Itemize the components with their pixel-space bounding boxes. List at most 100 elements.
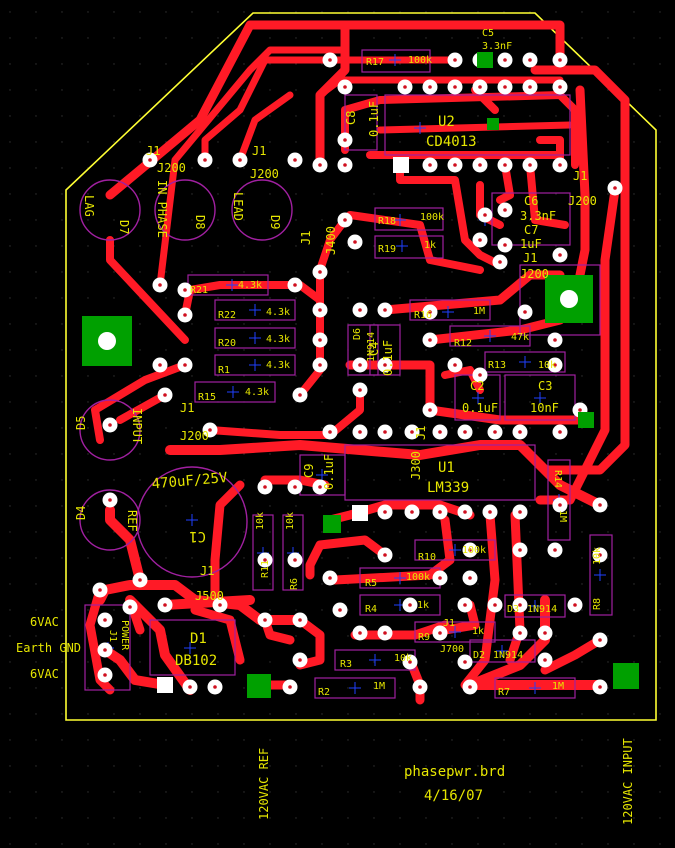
u1-ref: U1 xyxy=(438,460,455,476)
j1-j200-a-ref: J1 xyxy=(146,144,160,158)
resistor-ref-r5: R5 xyxy=(365,578,377,589)
resistor-ref-d6: D6 xyxy=(352,328,363,340)
resistor-value-d2: 1N914 xyxy=(493,650,523,661)
j1-j700-ref: J1 xyxy=(443,618,455,629)
c6-value: 3.3nF xyxy=(520,209,556,223)
d1-value: DB102 xyxy=(175,653,217,669)
resistor-value-r14: 1M xyxy=(557,510,568,522)
resistor-ref-r11: R11 xyxy=(260,560,271,578)
j1-j500-ref: J1 xyxy=(200,564,214,578)
resistor-value-r10: 100k xyxy=(462,545,486,556)
d7-value: LAG xyxy=(82,195,96,217)
resistor-ref-r20: R20 xyxy=(218,338,236,349)
resistor-value-r2: 1M xyxy=(373,681,385,692)
d5-ref: D5 xyxy=(74,416,88,430)
j1-power-value: POWER xyxy=(119,620,130,651)
d9-ref: D9 xyxy=(268,215,282,229)
j1-j200-d-ref: J1 xyxy=(523,251,537,265)
u1-value: LM339 xyxy=(427,480,469,496)
side-label-6vac-top: 6VAC xyxy=(30,615,59,629)
c8-value: 0.1uF xyxy=(367,101,381,137)
resistor-value-r19: 1k xyxy=(424,240,436,251)
resistor-ref-r16: R16 xyxy=(414,310,432,321)
c2-ref: C2 xyxy=(470,379,484,393)
resistor-value-r5: 100k xyxy=(406,572,430,583)
j1-j300-ref: J1 xyxy=(414,426,428,440)
resistor-ref-r10: R10 xyxy=(418,552,436,563)
edge-label-120vac-ref: 120VAC REF xyxy=(257,748,271,820)
resistor-ref-r14: R14 xyxy=(552,470,563,488)
d7-ref: D7 xyxy=(117,220,131,234)
j1-j500-value: J500 xyxy=(195,589,224,603)
c1-ref: C1 xyxy=(189,528,206,544)
j1-j200-b-ref: J1 xyxy=(252,144,266,158)
j1-j200-c-value: J200 xyxy=(568,194,597,208)
d9-value: LEAD xyxy=(231,192,245,221)
j1-j400-ref: J1 xyxy=(299,231,313,245)
resistor-value-r18: 100k xyxy=(420,212,444,223)
resistor-value-r6: 10k xyxy=(285,512,296,530)
resistor-ref-r3: R3 xyxy=(340,659,352,670)
c7-ref: C7 xyxy=(524,223,538,237)
pad-layer xyxy=(92,52,623,695)
component-outline-layer xyxy=(79,49,613,699)
resistor-ref-r8: R8 xyxy=(592,598,603,610)
c5-ref: C5 xyxy=(482,28,494,39)
resistor-value-r15: 4.3k xyxy=(245,387,269,398)
resistor-value-r17: 100k xyxy=(408,55,432,66)
j1-j400-value: J400 xyxy=(324,226,338,255)
c3-ref: C3 xyxy=(538,379,552,393)
c4-value: 0.1uF xyxy=(381,340,395,376)
side-label-earth-gnd: Earth GND xyxy=(16,641,81,655)
resistor-ref-r4: R4 xyxy=(365,604,377,615)
d4-ref: D4 xyxy=(74,506,88,520)
resistor-value-r4: 1k xyxy=(417,600,429,611)
resistor-ref-r22: R22 xyxy=(218,310,236,321)
c8-ref: C8 xyxy=(344,111,358,125)
j1-j300-value: J300 xyxy=(409,451,423,480)
resistor-ref-d3: D3 xyxy=(507,604,519,615)
c9-ref: C9 xyxy=(302,464,316,478)
j1-power-ref: J1 xyxy=(107,630,118,642)
c5-value: 3.3nF xyxy=(482,41,512,52)
resistor-ref-d2: D2 xyxy=(473,650,485,661)
resistor-ref-r12: R12 xyxy=(454,338,472,349)
resistor-value-d3: 1N914 xyxy=(527,604,557,615)
d4-value: REF xyxy=(125,510,139,532)
c4-ref: C4 xyxy=(367,342,381,356)
resistor-ref-r9: R9 xyxy=(418,632,430,643)
d5-value: INPUT xyxy=(130,408,144,444)
c1-value: 470uF/25V xyxy=(151,470,229,493)
resistor-value-r7: 1M xyxy=(552,681,564,692)
resistor-value-r8: 10k xyxy=(592,547,603,565)
resistor-value-r11: 10k xyxy=(255,512,266,530)
side-label-6vac-bottom: 6VAC xyxy=(30,667,59,681)
resistor-ref-r19: R19 xyxy=(378,244,396,255)
c3-value: 10nF xyxy=(530,401,559,415)
d8-ref: D8 xyxy=(193,215,207,229)
d1-ref: D1 xyxy=(190,631,207,647)
edge-label-120vac-input: 120VAC INPUT xyxy=(621,738,635,825)
c6-ref: C6 xyxy=(524,194,538,208)
resistor-value-r22: 4.3k xyxy=(266,307,290,318)
j1-j200-e-value: J200 xyxy=(180,429,209,443)
mounting-holes xyxy=(82,52,639,698)
j1-j200-d-value: J200 xyxy=(520,267,549,281)
resistor-value-r9: 1k xyxy=(472,626,484,637)
d8-value: IN PHASE xyxy=(155,180,169,238)
c9-value: 0.1uF xyxy=(322,454,336,490)
u2-value: CD4013 xyxy=(426,134,477,150)
resistor-ref-r1: R1 xyxy=(218,365,230,376)
resistor-value-r1: 4.3k xyxy=(266,360,290,371)
resistor-value-r21: 4.3k xyxy=(238,280,262,291)
u2-ref: U2 xyxy=(438,114,455,130)
resistor-ref-r18: R18 xyxy=(378,216,396,227)
resistor-value-r12: 47k xyxy=(511,332,529,343)
j1-j700-value: J700 xyxy=(440,644,464,655)
c2-value: 0.1uF xyxy=(462,401,498,415)
j1-j200-a-value: J200 xyxy=(157,161,186,175)
resistor-ref-r7: R7 xyxy=(498,687,510,698)
j1-j200-b-value: J200 xyxy=(250,167,279,181)
resistor-value-r16: 1M xyxy=(473,306,485,317)
